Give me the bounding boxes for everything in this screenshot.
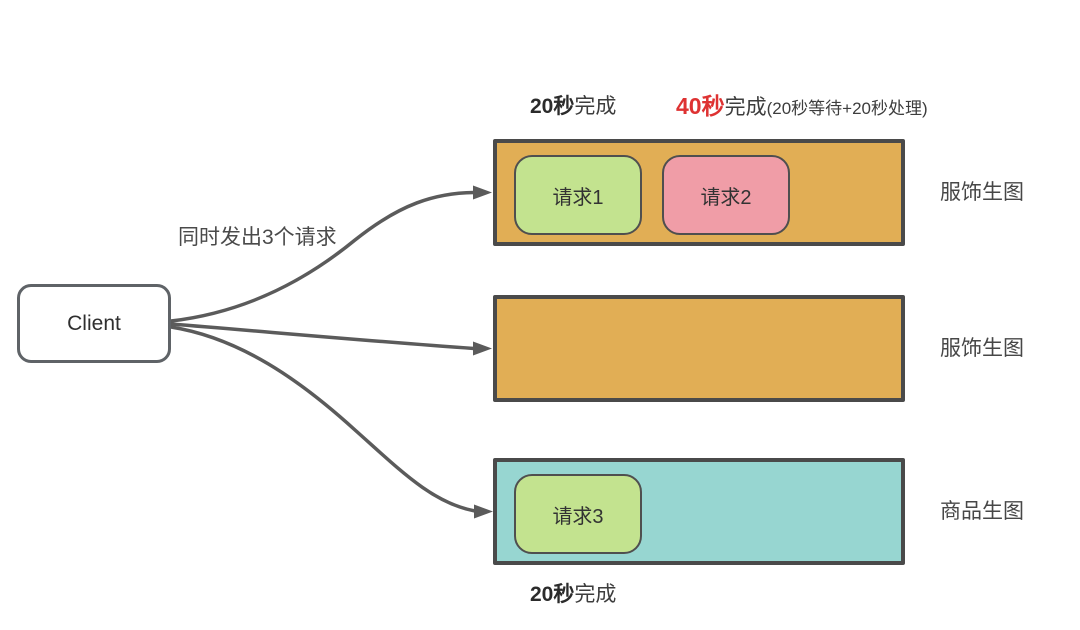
annotation-top-left: 20秒完成 — [530, 90, 616, 120]
request-chip-1: 请求1 — [514, 155, 642, 235]
annotation-top-right-red: 40秒 — [676, 93, 725, 119]
arrow-to-lane-3 — [169, 325, 477, 513]
annotation-top-right-rest: 完成 — [724, 96, 767, 119]
annotation-top-left-rest: 完成 — [574, 95, 617, 118]
arrowhead-lane-3 — [474, 504, 493, 519]
lane-product: 请求3 — [493, 458, 905, 565]
annotation-bottom-rest: 完成 — [574, 583, 617, 606]
request-chip-3-label: 请求3 — [552, 505, 604, 528]
request-chip-2-label: 请求2 — [700, 186, 752, 209]
lane-clothing-1: 请求1 请求2 — [493, 139, 905, 246]
arrowhead-lane-2 — [473, 341, 492, 356]
annotation-top-left-bold: 20秒 — [530, 95, 575, 118]
annotation-bottom: 20秒完成 — [530, 578, 616, 608]
fanout-label: 同时发出3个请求 — [178, 226, 337, 249]
annotation-top-right-paren: (20秒等待+20秒处理) — [766, 99, 928, 118]
client-node: Client — [17, 284, 171, 363]
arrow-to-lane-1 — [169, 190, 476, 323]
lane-clothing-2 — [493, 295, 905, 402]
arrow-to-lane-2 — [169, 322, 476, 351]
lane-label-product: 商品生图 — [940, 500, 1024, 523]
request-chip-2: 请求2 — [662, 155, 790, 235]
request-chip-1-label: 请求1 — [552, 186, 604, 209]
arrowhead-lane-1 — [473, 185, 492, 200]
annotation-top-right: 40秒完成(20秒等待+20秒处理) — [676, 87, 928, 121]
request-chip-3: 请求3 — [514, 474, 642, 554]
lane-label-clothing-1: 服饰生图 — [940, 181, 1024, 204]
annotation-bottom-bold: 20秒 — [530, 583, 575, 606]
client-label: Client — [67, 311, 121, 335]
lane-label-clothing-2: 服饰生图 — [940, 337, 1024, 360]
